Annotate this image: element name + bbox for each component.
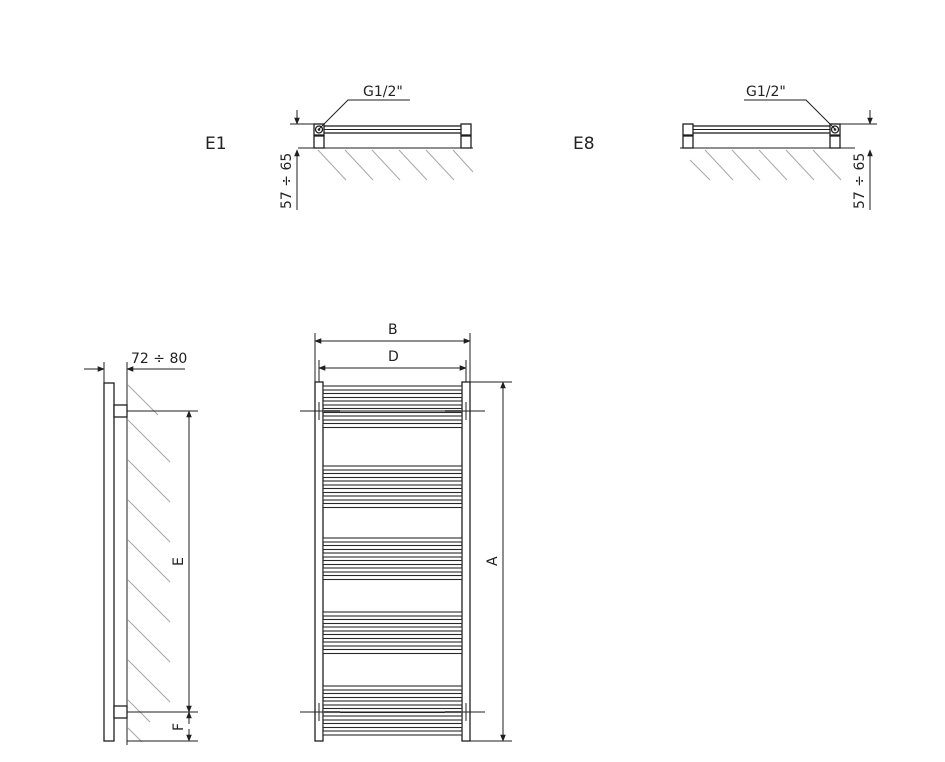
valve-connection-icon [314,125,324,134]
radiator-bar [322,692,463,699]
radiator-bar [322,648,463,655]
right-bracket [460,135,472,149]
top-view-e8: E8 G1/2" 57 ÷ 65 [573,84,877,210]
radiator-bar [322,567,463,573]
radiator-bar [322,472,463,479]
right-end-cap [460,123,472,136]
wall-hatch [689,149,842,181]
thread-label-e8: G1/2" [746,84,786,100]
top-wall-bracket [113,404,128,418]
radiator-bar [322,722,463,729]
radiator-bar [322,552,463,558]
radiator-bar [322,641,463,647]
left-bracket [313,135,325,149]
radiator-bar [322,544,463,551]
f-dimension-label: F [171,723,187,731]
wall-hatch [317,149,474,181]
radiator-bar [322,700,463,706]
horizontal-bars [322,385,463,736]
depth-label-e8: 57 ÷ 65 [852,153,868,209]
radiator-bar [322,685,463,691]
radiator-bar [322,415,463,421]
radiator-bar [322,400,463,406]
radiator-bar [322,385,463,391]
radiator-bar [322,465,463,471]
radiator-bar [322,730,463,736]
variant-label-e8: E8 [573,134,595,154]
thread-leader [744,99,836,130]
radiator-bar [322,611,463,617]
b-dimension-label: B [388,322,398,338]
left-vertical-rail [314,381,324,742]
wall-hatch [127,384,171,743]
radiator-bar [322,495,463,501]
depth-label-e1: 57 ÷ 65 [279,153,295,209]
right-bracket [829,135,841,149]
bottom-wall-bracket [113,705,128,719]
thread-label-e1: G1/2" [363,84,403,100]
wall-gap-label: 72 ÷ 80 [131,351,187,367]
radiator-bar [322,487,463,494]
radiator-bar [322,715,463,721]
thread-leader [318,99,410,130]
radiator-bar [322,574,463,581]
left-bracket [682,135,694,149]
valve-connection-icon [830,125,840,134]
radiator-bar [322,537,463,543]
radiator-bar [322,626,463,632]
radiator-bar [322,392,463,399]
radiator-bar [322,559,463,566]
radiator-bar [322,633,463,640]
radiator-bar [322,618,463,625]
radiator-bar [322,502,463,509]
radiator-bar [322,480,463,486]
front-view: B D A [300,322,512,742]
radiator-bar [322,422,463,429]
side-view: 72 ÷ 80 E F [84,351,198,745]
e-dimension-label: E [171,557,187,566]
radiator-side-profile [103,382,115,742]
d-dimension-label: D [388,349,399,365]
variant-label-e1: E1 [205,134,227,154]
a-dimension-label: A [485,556,501,566]
right-vertical-rail [461,381,471,742]
top-view-e1: E1 G1/2" 57 ÷ 65 [205,84,474,210]
left-end-cap [682,123,694,136]
